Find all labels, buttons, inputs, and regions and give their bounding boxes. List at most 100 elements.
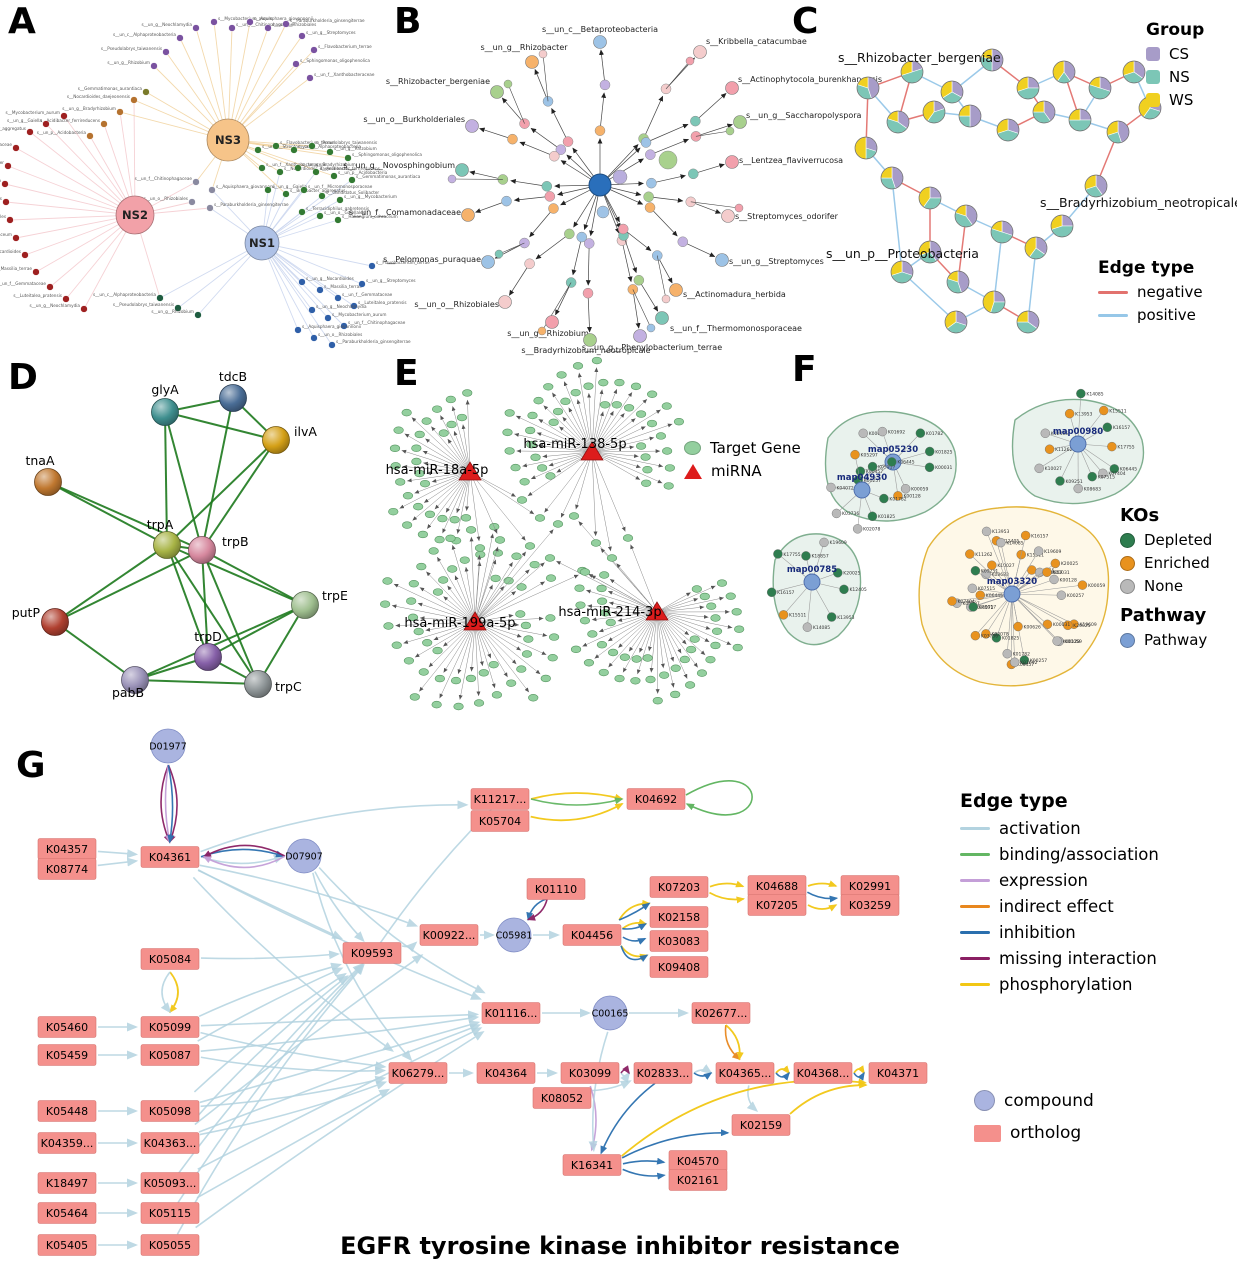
taxon-node[interactable]	[282, 190, 290, 198]
taxon-node[interactable]	[86, 132, 94, 140]
ko-node[interactable]	[1033, 546, 1044, 556]
target-gene-node[interactable]	[428, 547, 439, 555]
target-gene-node[interactable]	[390, 462, 401, 470]
taxon-leaf-node[interactable]	[461, 208, 475, 222]
pie-node[interactable]	[1016, 76, 1040, 100]
taxon-node[interactable]	[100, 120, 108, 128]
taxon-node[interactable]	[292, 60, 300, 68]
target-gene-node[interactable]	[504, 409, 515, 417]
ko-node[interactable]	[1056, 590, 1067, 600]
gene-node-tnaA[interactable]	[34, 468, 62, 496]
target-gene-node[interactable]	[453, 702, 464, 711]
taxon-node[interactable]	[208, 186, 216, 194]
target-gene-node[interactable]	[490, 574, 501, 583]
ko-node[interactable]	[879, 493, 889, 504]
taxon-node[interactable]	[541, 181, 553, 192]
target-gene-node[interactable]	[438, 429, 449, 437]
ko-node[interactable]	[1077, 580, 1088, 590]
pie-node[interactable]	[1106, 120, 1130, 144]
taxon-node[interactable]	[150, 62, 158, 70]
target-gene-node[interactable]	[438, 576, 449, 584]
target-gene-node[interactable]	[575, 601, 586, 609]
ko-node[interactable]	[833, 568, 843, 578]
ko-node[interactable]	[1055, 476, 1065, 486]
ortholog-node-K02677[interactable]	[691, 1002, 751, 1024]
target-gene-node[interactable]	[684, 681, 696, 689]
target-gene-node[interactable]	[491, 691, 503, 699]
mirna-node[interactable]	[463, 611, 487, 631]
taxon-leaf-node[interactable]	[583, 333, 597, 347]
target-gene-node[interactable]	[515, 610, 526, 618]
target-gene-node[interactable]	[519, 478, 530, 486]
pie-node[interactable]	[854, 136, 878, 160]
taxon-node[interactable]	[336, 196, 344, 204]
ortholog-node-K08052[interactable]	[532, 1087, 592, 1109]
ko-node[interactable]	[1050, 558, 1061, 569]
target-gene-node[interactable]	[630, 677, 641, 685]
taxon-leaf-node[interactable]	[490, 85, 504, 99]
target-gene-node[interactable]	[492, 549, 504, 557]
target-gene-node[interactable]	[556, 371, 567, 379]
target-gene-node[interactable]	[655, 432, 667, 440]
taxon-node[interactable]	[318, 192, 326, 200]
ko-node[interactable]	[1102, 422, 1113, 432]
ortholog-node-K08774[interactable]	[37, 858, 97, 880]
target-gene-node[interactable]	[418, 668, 429, 676]
taxon-node[interactable]	[324, 314, 332, 322]
gene-node-trpE[interactable]	[291, 591, 319, 619]
target-gene-node[interactable]	[596, 597, 608, 605]
pie-node[interactable]	[918, 186, 942, 210]
target-gene-node[interactable]	[456, 413, 468, 422]
ko-node[interactable]	[981, 526, 992, 537]
target-gene-node[interactable]	[391, 641, 402, 649]
target-gene-node[interactable]	[402, 521, 413, 529]
taxon-node[interactable]	[350, 302, 358, 310]
target-gene-node[interactable]	[607, 648, 619, 657]
ortholog-node-K00922[interactable]	[419, 924, 479, 946]
taxon-leaf-node[interactable]	[693, 45, 707, 59]
taxon-node[interactable]	[142, 88, 150, 96]
taxon-node[interactable]	[583, 238, 595, 249]
taxon-node[interactable]	[617, 223, 629, 235]
ko-node[interactable]	[1063, 620, 1073, 630]
ortholog-node-K03083[interactable]	[649, 930, 709, 952]
target-gene-node[interactable]	[548, 418, 559, 427]
mirna-node[interactable]	[580, 441, 604, 461]
target-gene-node[interactable]	[641, 479, 652, 487]
ortholog-node-K05115[interactable]	[140, 1202, 200, 1224]
ko-node[interactable]	[970, 566, 981, 576]
target-gene-node[interactable]	[431, 700, 442, 709]
ortholog-node-K05093[interactable]	[140, 1172, 200, 1194]
ko-node[interactable]	[1042, 567, 1052, 577]
ko-node[interactable]	[1034, 463, 1044, 474]
taxon-node[interactable]	[507, 133, 518, 145]
target-gene-node[interactable]	[645, 675, 656, 684]
ortholog-node-K04692[interactable]	[626, 788, 686, 810]
target-gene-node[interactable]	[570, 388, 581, 397]
target-gene-node[interactable]	[552, 407, 564, 416]
target-gene-node[interactable]	[446, 420, 457, 429]
gene-node-tdcB[interactable]	[219, 384, 247, 412]
taxon-node[interactable]	[228, 24, 236, 32]
target-gene-node[interactable]	[572, 362, 584, 370]
ko-node[interactable]	[801, 551, 811, 561]
taxon-node[interactable]	[6, 216, 14, 224]
compound-node-C00165[interactable]	[592, 995, 628, 1031]
shared-target-gene-node[interactable]	[622, 534, 634, 542]
ko-node[interactable]	[831, 508, 842, 519]
target-gene-node[interactable]	[526, 440, 537, 449]
ko-node[interactable]	[1064, 408, 1075, 419]
taxon-node[interactable]	[612, 169, 628, 185]
target-gene-node[interactable]	[504, 447, 515, 455]
target-gene-node[interactable]	[583, 382, 594, 390]
target-gene-node[interactable]	[623, 404, 635, 412]
target-gene-node[interactable]	[642, 465, 653, 474]
shared-target-gene-node[interactable]	[474, 544, 486, 552]
taxon-node[interactable]	[298, 32, 306, 40]
taxon-leaf-node[interactable]	[725, 81, 739, 95]
target-gene-node[interactable]	[659, 671, 670, 679]
target-gene-node[interactable]	[583, 659, 595, 667]
mirna-node[interactable]	[458, 461, 482, 481]
taxon-node[interactable]	[21, 251, 29, 259]
target-gene-node[interactable]	[528, 694, 539, 702]
